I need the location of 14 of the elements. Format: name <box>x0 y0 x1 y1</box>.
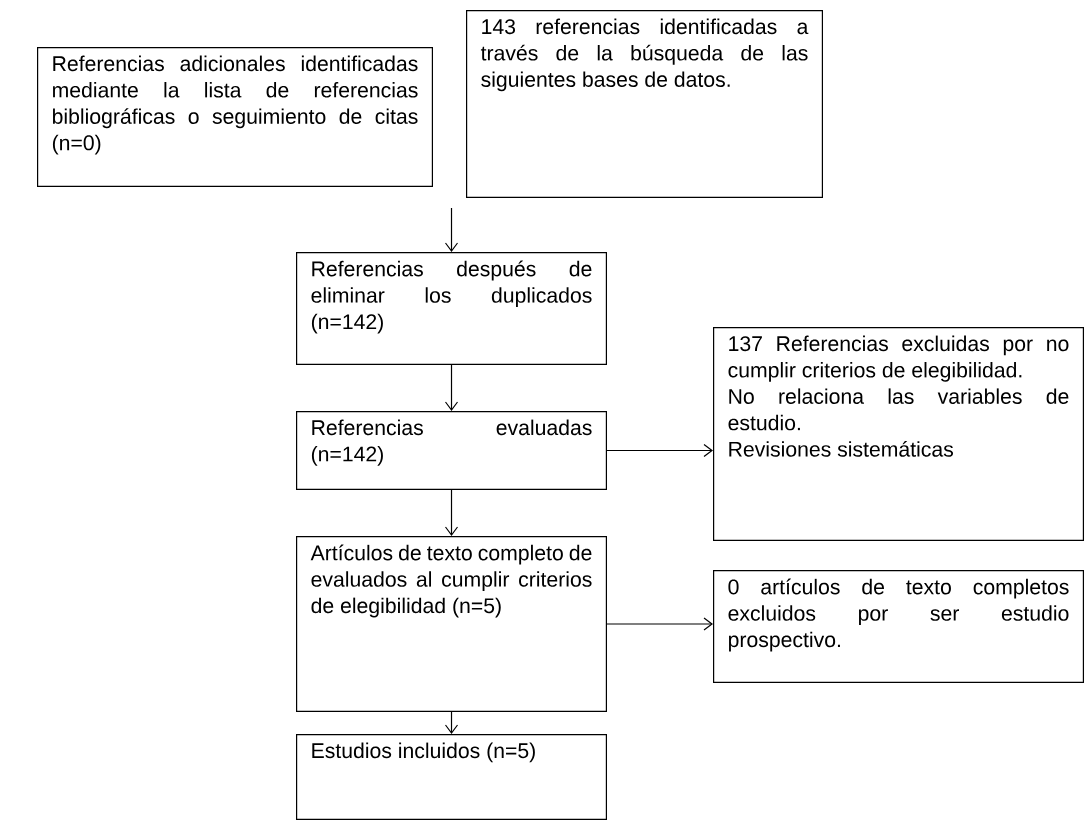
arrow <box>606 617 713 631</box>
process-box: Referencias adicionales identificadas mediante la lista de referencias bibliográficas o seguimiento de citas (n=0) <box>37 47 433 187</box>
process-box: 143 referencias identificadas a través de la búsqueda de las siguientes bases de datos. <box>466 10 823 198</box>
process-box: 0 artículos de texto completos excluidos por ser estudio prospectivo. <box>713 570 1084 683</box>
process-box: Estudios incluidos (n=5) <box>296 734 607 820</box>
process-box: 137 Referencias excluidas por no cumplir criterios de elegibilidad. No relaciona las variables de estudio. Revisiones sistemáticas <box>713 327 1084 541</box>
arrow <box>444 364 459 411</box>
process-box: Referencias evaluadas (n=142) <box>296 411 607 490</box>
arrow <box>444 711 459 734</box>
process-box: Referencias después de eliminar los duplicados (n=142) <box>296 252 607 365</box>
process-box: Artículos de texto completo de evaluados al cumplir criterios de elegibilidad (n=5) <box>296 536 607 712</box>
arrow <box>606 443 713 458</box>
arrow <box>444 207 459 252</box>
arrow <box>444 489 459 536</box>
